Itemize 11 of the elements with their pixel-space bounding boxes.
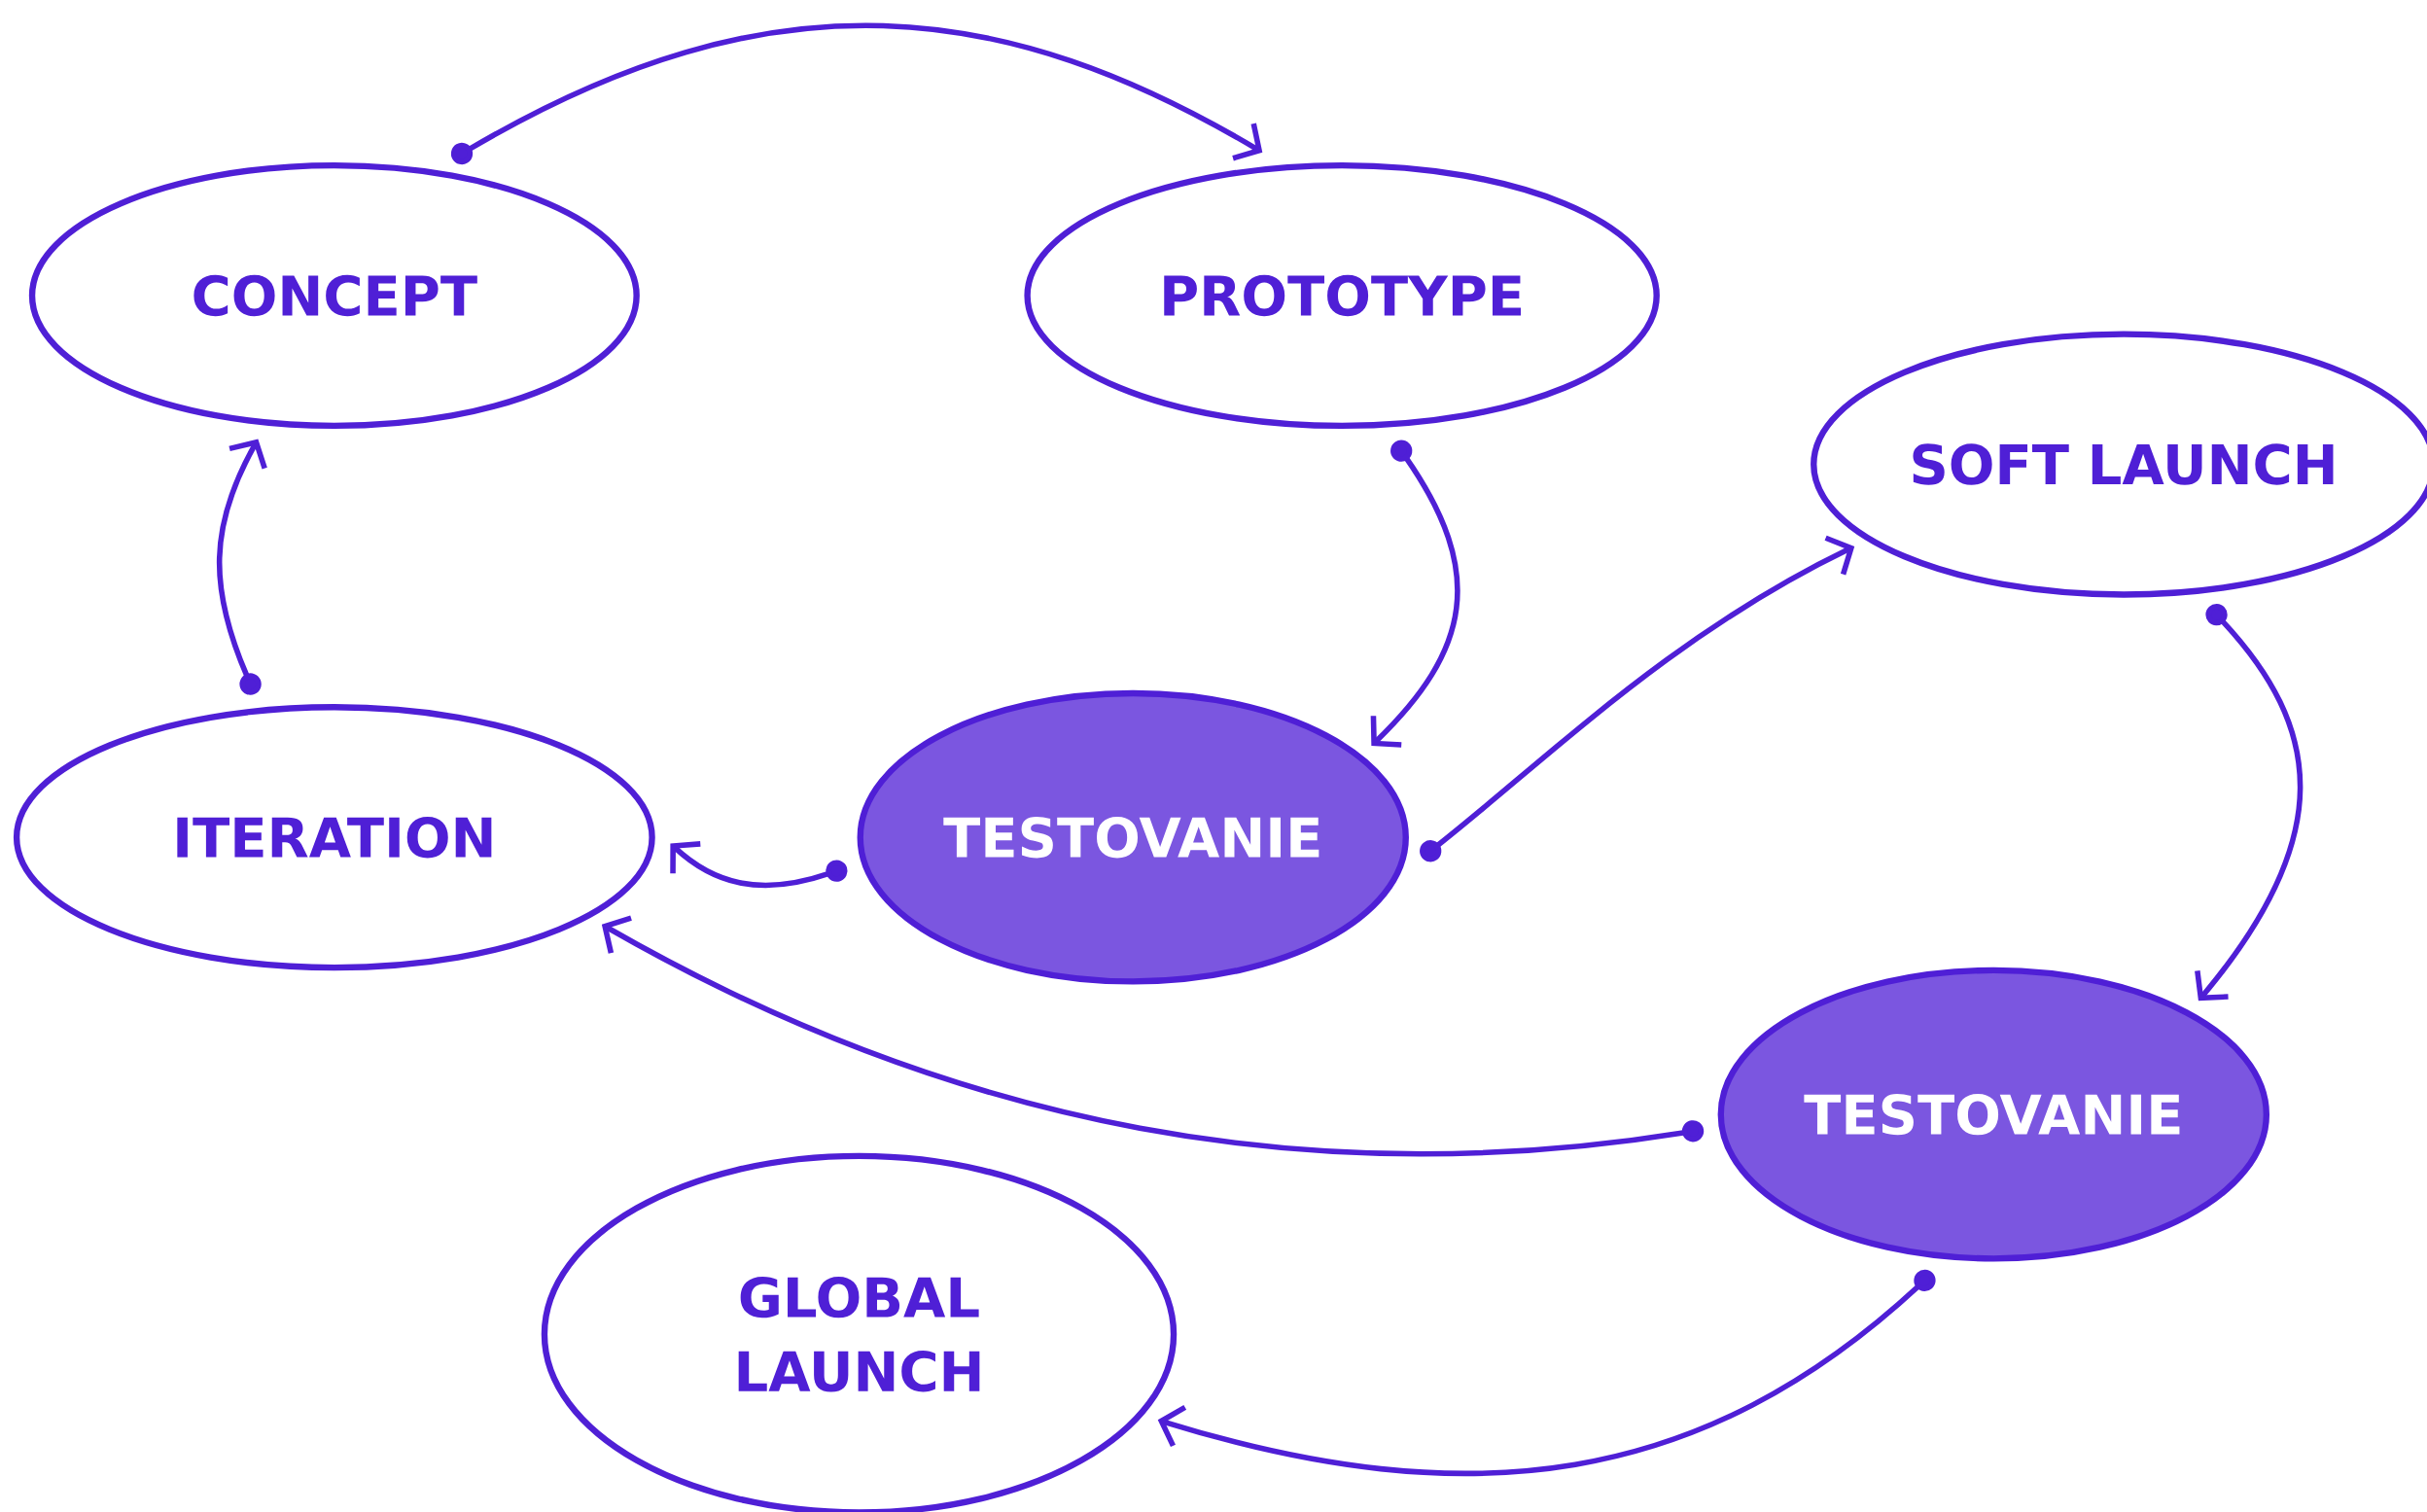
arrow [1370,440,1460,748]
arrow [2195,603,2304,1002]
ellipse-node: CONCEPT [28,161,640,429]
ellipse-node: ITERATION [13,704,655,971]
arrow [216,439,267,695]
arrow [450,22,1263,164]
arrow [1157,1269,1936,1476]
arrow [601,915,1705,1157]
arrow [670,841,848,889]
arrow [1420,535,1855,862]
ellipse-node: PROTOTYPE [1024,161,1660,429]
